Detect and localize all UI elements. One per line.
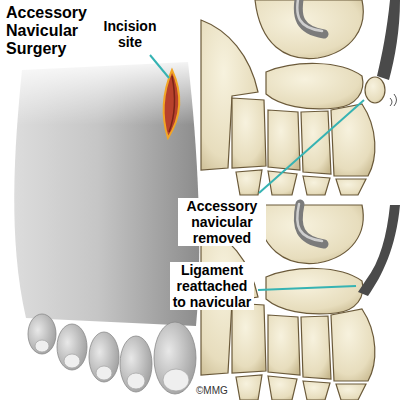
label-holder: ©MMG <box>194 380 244 398</box>
toe <box>120 336 152 392</box>
leader-line <box>258 286 356 290</box>
title-holder: Accessory Navicular Surgery <box>4 4 100 58</box>
callout-label: Ligament reattached to navicular <box>170 262 254 310</box>
toe <box>57 324 87 370</box>
toenail <box>35 340 49 352</box>
label-holder: Ligament reattached to navicular <box>170 262 254 311</box>
leader-line <box>150 55 169 78</box>
tendon <box>377 0 400 80</box>
leader-line <box>259 100 364 193</box>
label-holder: Accessory navicular removed <box>178 198 266 247</box>
motion-mark <box>390 94 397 106</box>
toe <box>89 332 119 382</box>
retractor-lower <box>297 204 324 244</box>
callout-label: Incision site <box>95 18 165 50</box>
incision-wound <box>164 70 179 138</box>
callout-label: Accessory navicular removed <box>178 198 266 246</box>
toenail <box>163 369 189 391</box>
accessory-navicular-bone <box>365 77 385 103</box>
big-toe <box>154 322 196 394</box>
retractor-upper <box>297 0 324 34</box>
toenail <box>96 366 112 380</box>
bones-before <box>201 0 375 195</box>
toenail <box>64 354 80 368</box>
toe <box>28 314 56 354</box>
label-holder: Incision site <box>95 18 165 51</box>
diagram-title: Accessory Navicular Surgery <box>4 4 100 58</box>
incision-cut <box>169 76 174 132</box>
toenail <box>127 373 145 389</box>
copyright-note: ©MMG <box>194 385 230 397</box>
tendon-reattached <box>358 205 400 296</box>
